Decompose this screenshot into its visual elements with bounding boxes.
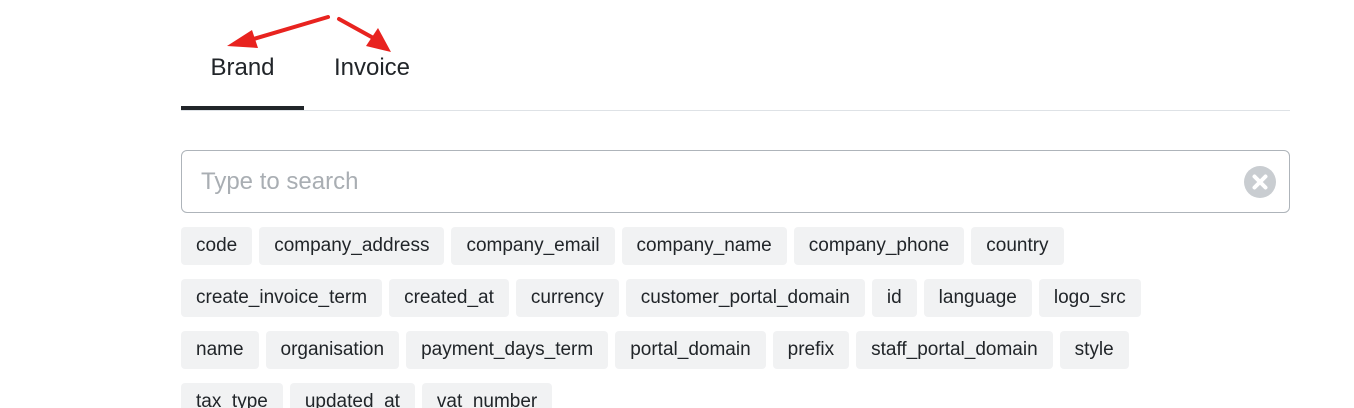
field-tag[interactable]: customer_portal_domain [625,279,865,317]
field-tag[interactable]: organisation [265,331,400,369]
field-tag[interactable]: company_name [621,227,787,265]
arrow-to-invoice-icon [337,17,379,42]
field-tag[interactable]: style [1059,331,1129,369]
field-tag[interactable]: company_email [451,227,615,265]
field-tag[interactable]: created_at [389,279,509,317]
tab-invoice[interactable]: Invoice [304,38,440,109]
field-tag[interactable]: prefix [772,331,850,369]
field-tag[interactable]: country [971,227,1064,265]
tab-bar: Brand Invoice [181,38,1290,111]
tab-invoice-label: Invoice [333,54,411,81]
field-tag[interactable]: name [181,331,259,369]
tab-brand-label: Brand [210,54,275,81]
tab-brand[interactable]: Brand [181,38,304,110]
clear-icon[interactable] [1244,166,1276,198]
field-tag[interactable]: code [181,227,253,265]
field-tag[interactable]: tax_type [181,383,283,408]
field-tag[interactable]: company_address [259,227,445,265]
field-tag[interactable]: logo_src [1038,279,1141,317]
field-tag[interactable]: staff_portal_domain [856,331,1053,369]
field-tag[interactable]: vat_number [421,383,553,408]
field-tag[interactable]: updated_at [289,383,415,408]
field-tag[interactable]: payment_days_term [406,331,609,369]
field-tag[interactable]: create_invoice_term [181,279,383,317]
search-input[interactable] [182,151,1222,212]
field-tag[interactable]: company_phone [793,227,965,265]
field-tag[interactable]: currency [515,279,619,317]
field-tag[interactable]: id [871,279,917,317]
field-tag[interactable]: language [923,279,1032,317]
search-box [181,150,1290,213]
field-tag[interactable]: portal_domain [615,331,766,369]
